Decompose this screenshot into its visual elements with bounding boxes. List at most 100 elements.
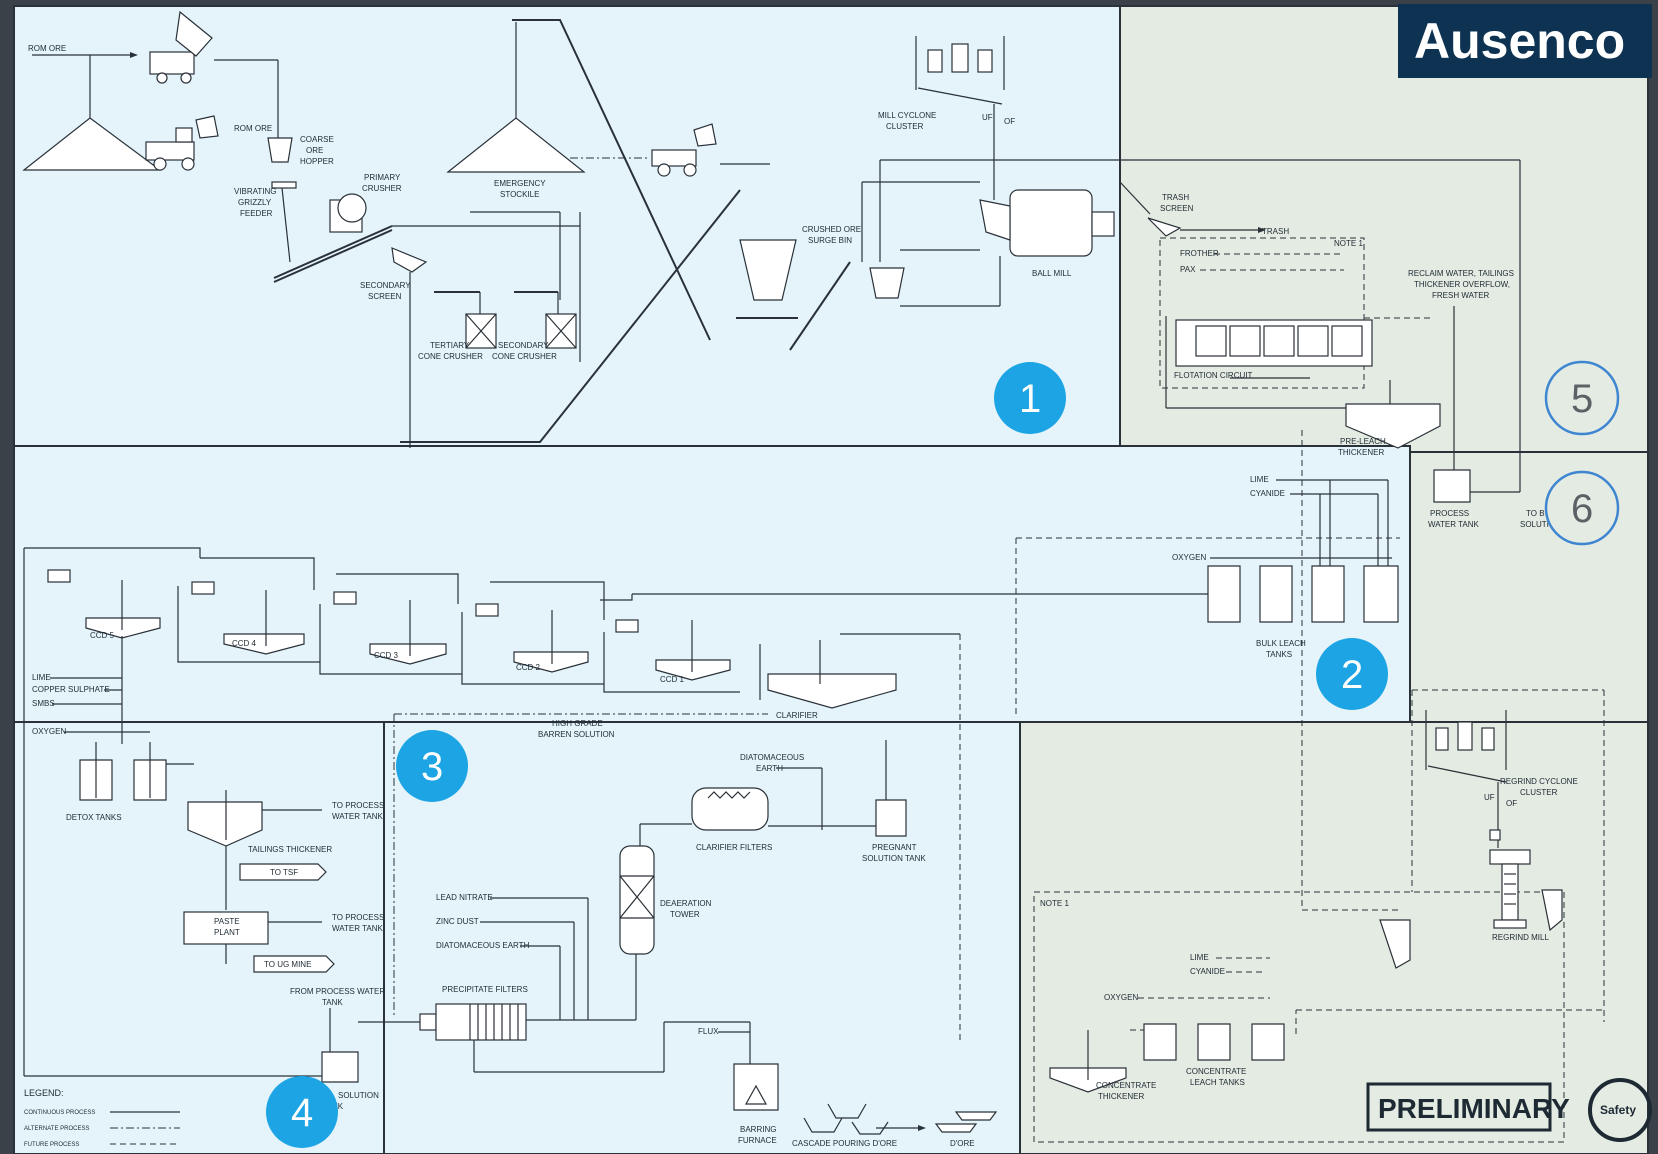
haul-truck-icon: [149, 10, 213, 84]
badge-2: 2: [1316, 638, 1388, 710]
svg-text:1: 1: [1019, 377, 1041, 421]
lime-label: LIME: [1250, 475, 1269, 484]
regrind-of-label: OF: [1506, 799, 1517, 808]
trash-label: TRASH: [1262, 227, 1289, 236]
ball-mill-label: BALL MILL: [1032, 269, 1072, 278]
mill-discharge-hopper: [869, 267, 905, 299]
area-2-panel: [13, 445, 1411, 723]
clarifier: [767, 673, 897, 709]
badge-6: 6: [1544, 470, 1620, 546]
note1-boundary-regrind: [1033, 891, 1565, 1143]
flotation-cells: [1175, 319, 1373, 367]
coarse-ore-hopper: [267, 137, 293, 163]
regrind-mill: [1489, 849, 1531, 929]
ausenco-logo: Ausenco: [1398, 4, 1652, 78]
ccd-5: [47, 569, 161, 639]
uf-label: UF: [982, 113, 993, 122]
badge-4: 4: [266, 1076, 338, 1148]
flotation-circuit-label: FLOTATION CIRCUIT: [1174, 371, 1252, 380]
to-ug-mine-arrow: [253, 955, 335, 973]
regrind-cyclone-cluster: [1425, 710, 1507, 783]
smbs-label: SMBS: [32, 699, 55, 708]
detox-tanks: [79, 742, 167, 801]
legend-item-continuous: CONTINUOUS PROCESS: [24, 1110, 95, 1116]
badge-3: 3: [396, 730, 468, 802]
ccd4-label: CCD 4: [232, 639, 257, 648]
zinc-dust-label: ZINC DUST: [436, 917, 479, 926]
tailings-thickener: [187, 801, 263, 847]
cascade-table-label: CASCADE POURING D'ORE: [792, 1139, 897, 1148]
area-5-panel: [1119, 5, 1649, 453]
secondary-screen: [391, 247, 428, 273]
badge-5: 5: [1544, 360, 1620, 436]
front-loader-icon-2: [651, 123, 717, 177]
legend-title: LEGEND:: [24, 1088, 64, 1098]
oxygen-label-conc: OXYGEN: [1104, 993, 1138, 1002]
precipitate-filter-head: [419, 1013, 437, 1031]
tailings-section: OXYGEN DETOX TANKS TAILINGS THICKENER TO…: [24, 727, 430, 1148]
oxygen-label-detox: OXYGEN: [32, 727, 66, 736]
ball-mill: [1009, 189, 1093, 257]
rom-ore-label-2: ROM ORE: [234, 124, 272, 133]
tailings-thickener-label: TAILINGS THICKENER: [248, 845, 332, 854]
deaeration-tower: [619, 845, 655, 955]
trash-screen: [1147, 217, 1182, 237]
note1-label-regrind: NOTE 1: [1040, 899, 1069, 908]
diatomaceous-earth2-label: DIATOMACEOUS EARTH: [436, 941, 530, 950]
clarifier-label: CLARIFIER: [776, 711, 818, 720]
copper-sulphate-label: COPPER SULPHATE: [32, 685, 110, 694]
frother-label: FROTHER: [1180, 249, 1219, 258]
safety-logo: Safety: [1588, 1078, 1652, 1142]
clarifier-filters-label: CLARIFIER FILTERS: [696, 843, 772, 852]
flux-label: FLUX: [698, 1027, 719, 1036]
concentrate-leach-tanks: [1143, 1023, 1285, 1061]
ccd3-label: CCD 3: [374, 651, 399, 660]
grizzly-feeder: [271, 181, 297, 189]
cyanide-label-conc: CYANIDE: [1190, 967, 1225, 976]
ccd2-label: CCD 2: [516, 663, 541, 672]
overland-conveyor: [400, 189, 741, 443]
svg-text:5: 5: [1571, 377, 1593, 421]
legend-item-future: FUTURE PROCESS: [24, 1142, 79, 1148]
legend-item-alternate: ALTERNATE PROCESS: [24, 1126, 89, 1132]
lead-nitrate-label: LEAD NITRATE: [436, 893, 493, 902]
pregnant-solution-tank: [875, 799, 907, 837]
badge-1: 1: [994, 362, 1066, 434]
bulk-leach-tanks: [1207, 565, 1399, 623]
legend: LEGEND: CONTINUOUS PROCESS ALTERNATE PRO…: [24, 1088, 180, 1148]
barren-solution-tank: [321, 1051, 359, 1083]
svg-text:PRELIMINARY: PRELIMINARY: [1378, 1093, 1570, 1124]
svg-text:6: 6: [1571, 487, 1593, 531]
process-water-tank: [1433, 469, 1471, 503]
preliminary-stamp: PRELIMINARY: [1366, 1082, 1570, 1132]
regrind-uf-label: UF: [1484, 793, 1495, 802]
ccd-2: [475, 603, 589, 673]
regrind-mill-label: REGRIND MILL: [1492, 933, 1549, 942]
note1-boundary-flotation: [1159, 237, 1365, 389]
area-regrind-panel: [1019, 721, 1649, 1154]
ccd-1: [615, 619, 731, 681]
